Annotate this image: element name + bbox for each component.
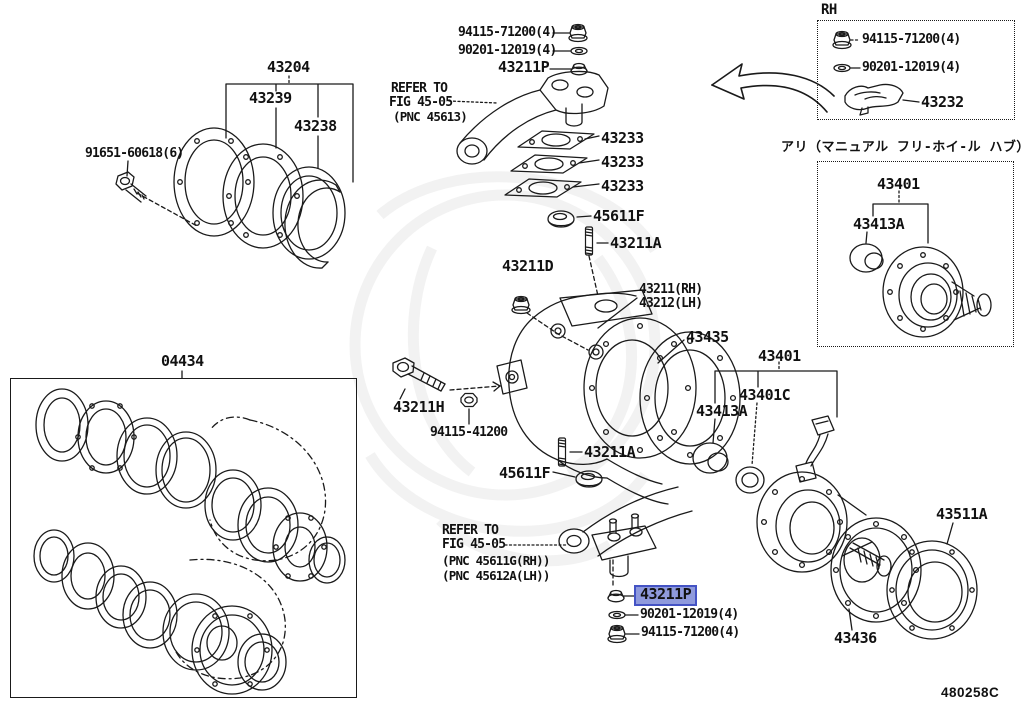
callout-43413a-hubbox[interactable]: 43413A [853, 215, 905, 233]
manual-hub-box [817, 161, 1014, 347]
bolt-91651-drawing [115, 160, 198, 227]
callout-43413a[interactable]: 43413A [696, 402, 748, 420]
bolt-43211h-drawing [392, 357, 501, 425]
callout-94115-41200[interactable]: 94115-41200 [430, 425, 508, 440]
gasket-43435-drawing [639, 331, 741, 465]
bottom-fastener-icons [607, 589, 640, 644]
manual-hub-note-jp: アリ（マニュアル フリ-ホイ-ル ハブ） [781, 140, 1024, 155]
callout-04434[interactable]: 04434 [161, 352, 204, 370]
callout-43511a[interactable]: 43511A [936, 505, 988, 523]
rh-box [817, 20, 1015, 120]
axle-housing-assembly [692, 415, 892, 577]
callout-90201-12019-bottom[interactable]: 90201-12019(4) [640, 607, 739, 622]
refer-note-top-line3: (PNC 45613) [393, 109, 468, 124]
callout-43239[interactable]: 43239 [249, 89, 292, 107]
callout-94115-71200-bottom[interactable]: 94115-71200(4) [641, 625, 740, 640]
flange-43436-drawing [830, 517, 922, 631]
callout-90201-12019-top[interactable]: 90201-12019(4) [458, 43, 557, 58]
seal-43511a-drawing [886, 522, 978, 640]
callout-43401[interactable]: 43401 [758, 347, 801, 365]
callout-43435[interactable]: 43435 [686, 328, 729, 346]
callout-43233-3[interactable]: 43233 [601, 177, 644, 195]
callout-43211a-top[interactable]: 43211A [610, 234, 662, 252]
callout-43211-rh[interactable]: 43211(RH) [639, 282, 703, 297]
callout-43211p-selected[interactable]: 43211P [634, 585, 698, 606]
callout-94115-71200-top[interactable]: 94115-71200(4) [458, 25, 557, 40]
callout-43232[interactable]: 43232 [921, 93, 964, 111]
gasket-43233-stack [504, 130, 600, 198]
refer-note-top-line1: REFER TO [391, 81, 448, 96]
callout-91651-60618[interactable]: 91651-60618(6) [85, 146, 184, 161]
callout-43211a-mid[interactable]: 43211A [584, 443, 636, 461]
steering-knuckle-arm-top [448, 70, 609, 165]
callout-90201-12019-rh[interactable]: 90201-12019(4) [862, 60, 961, 75]
callout-43233-1[interactable]: 43233 [601, 129, 644, 147]
refer-note-bottom-line2: FIG 45-05 [442, 537, 506, 552]
axle-bracket [712, 361, 838, 466]
callout-43211p-top[interactable]: 43211P [498, 58, 550, 76]
callout-43211h[interactable]: 43211H [393, 398, 445, 416]
refer-note-bottom-line4: (PNC 45612A(LH)) [442, 568, 550, 583]
refer-note-top-line2: FIG 45-05 [389, 95, 453, 110]
refer-note-bottom-line3: (PNC 45611G(RH)) [442, 553, 550, 568]
gasket-kit-contents [33, 370, 346, 695]
hub-mount-ring-set [173, 127, 346, 269]
callout-45611f-mid[interactable]: 45611F [499, 464, 551, 482]
callout-43401c[interactable]: 43401C [739, 386, 791, 404]
rh-box-content [832, 30, 920, 116]
callout-43204[interactable]: 43204 [267, 58, 310, 76]
callout-43211d[interactable]: 43211D [502, 257, 554, 275]
figure-code: 480258C [941, 685, 1000, 700]
knuckle-leaders [511, 295, 685, 364]
callout-94115-71200-rh[interactable]: 94115-71200(4) [862, 32, 961, 47]
cap-and-stud-bottom [552, 437, 603, 488]
callout-43436[interactable]: 43436 [834, 629, 877, 647]
callout-43233-2[interactable]: 43233 [601, 153, 644, 171]
callout-43238[interactable]: 43238 [294, 117, 337, 135]
rh-box-title: RH [821, 2, 837, 18]
bracket-43204 [225, 75, 354, 183]
callout-45611f-top[interactable]: 45611F [593, 207, 645, 225]
cap-and-stud-top [547, 210, 609, 297]
callout-43401-hubbox[interactable]: 43401 [877, 175, 920, 193]
direction-arrow [711, 63, 835, 113]
hub-box-content [849, 190, 992, 338]
callout-43212-lh[interactable]: 43212(LH) [639, 296, 703, 311]
refer-note-bottom-line1: REFER TO [442, 523, 499, 538]
top-fastener-icons [549, 23, 588, 76]
gasket-kit-box [10, 378, 357, 698]
steering-knuckle-body [496, 289, 697, 505]
knuckle-arm-bottom [504, 486, 693, 586]
